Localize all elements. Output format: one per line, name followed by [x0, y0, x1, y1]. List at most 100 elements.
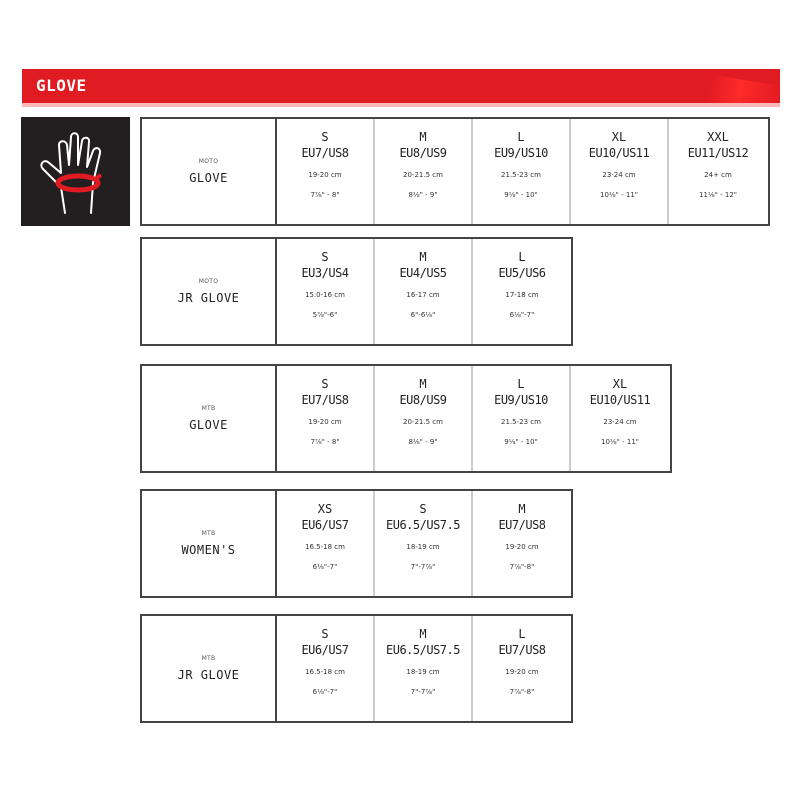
size-inches: 9⅛" - 10" — [504, 191, 538, 199]
size-cm: 18-19 cm — [406, 543, 440, 551]
size-cm: 21.5-23 cm — [501, 171, 541, 179]
size-inches: 6"-6⅛" — [410, 311, 436, 319]
size-cell: XXL EU11/US12 24+ cm 11⅛" - 12" — [669, 119, 767, 224]
table-category: MTB — [201, 405, 216, 412]
size-cm: 16-17 cm — [406, 291, 440, 299]
size-letter: S — [321, 130, 329, 144]
table-name: GLOVE — [189, 171, 228, 185]
table-label: MTB GLOVE — [142, 366, 277, 471]
size-letter: M — [419, 130, 427, 144]
table-category: MTB — [201, 655, 216, 662]
size-cm: 17-18 cm — [505, 291, 539, 299]
page-title: GLOVE — [36, 76, 87, 95]
size-letter: S — [321, 250, 329, 264]
size-code: EU7/US8 — [498, 643, 546, 657]
size-code: EU4/US5 — [399, 266, 447, 280]
size-code: EU6.5/US7.5 — [386, 518, 460, 532]
size-cell: M EU8/US9 20-21.5 cm 8⅛" - 9" — [375, 119, 473, 224]
size-inches: 5⅞"-6" — [312, 311, 338, 319]
table-label: MTB WOMEN'S — [142, 491, 277, 596]
table-label: MTB JR GLOVE — [142, 616, 277, 721]
table-name: WOMEN'S — [181, 543, 236, 557]
size-code: EU6.5/US7.5 — [386, 643, 460, 657]
size-code: EU9/US10 — [494, 393, 548, 407]
size-inches: 7⅞"-8" — [509, 563, 535, 571]
size-code: EU5/US6 — [498, 266, 546, 280]
size-cm: 19-20 cm — [505, 543, 539, 551]
size-letter: M — [419, 627, 427, 641]
size-code: EU8/US9 — [399, 393, 447, 407]
size-code: EU7/US8 — [301, 393, 349, 407]
table-name: JR GLOVE — [177, 291, 240, 305]
size-inches: 7⅞" - 8" — [310, 191, 340, 199]
size-letter: XS — [317, 502, 333, 516]
size-inches: 7⅞" - 8" — [310, 438, 340, 446]
hand-measure-icon — [21, 117, 130, 226]
size-code: EU10/US11 — [589, 393, 651, 407]
size-inches: 10⅛" - 11" — [600, 438, 639, 446]
size-inches: 11⅛" - 12" — [698, 191, 737, 199]
size-cell: M EU7/US8 19-20 cm 7⅞"-8" — [473, 491, 571, 596]
size-letter: L — [518, 250, 526, 264]
size-code: EU6/US7 — [301, 643, 349, 657]
size-letter: M — [419, 250, 427, 264]
size-code: EU11/US12 — [687, 146, 749, 160]
size-letter: S — [321, 627, 329, 641]
size-cm: 20-21.5 cm — [403, 418, 443, 426]
table-category: MOTO — [198, 158, 219, 165]
size-cm: 15.0-16 cm — [305, 291, 345, 299]
size-inches: 6⅛"-7" — [312, 563, 338, 571]
size-letter: S — [419, 502, 427, 516]
size-cell: S EU7/US8 19-20 cm 7⅞" - 8" — [277, 119, 375, 224]
size-cm: 18-19 cm — [406, 668, 440, 676]
size-code: EU6/US7 — [301, 518, 349, 532]
table-label: MOTO GLOVE — [142, 119, 277, 224]
size-cm: 16.5-18 cm — [305, 668, 345, 676]
table-category: MOTO — [198, 278, 219, 285]
header-banner — [22, 69, 780, 103]
size-code: EU7/US8 — [301, 146, 349, 160]
size-letter: L — [518, 627, 526, 641]
size-code: EU7/US8 — [498, 518, 546, 532]
size-cell: M EU4/US5 16-17 cm 6"-6⅛" — [375, 239, 473, 344]
table-category: MTB — [201, 530, 216, 537]
size-inches: 8⅛" - 9" — [408, 191, 438, 199]
size-cell: XL EU10/US11 23-24 cm 10⅛" - 11" — [571, 366, 669, 471]
size-letter: XL — [611, 130, 627, 144]
size-cm: 19-20 cm — [308, 171, 342, 179]
size-cell: L EU9/US10 21.5-23 cm 9⅛" - 10" — [473, 119, 571, 224]
size-cell: M EU8/US9 20-21.5 cm 8⅛" - 9" — [375, 366, 473, 471]
size-inches: 7⅞"-8" — [509, 688, 535, 696]
size-table-mtb-glove: MTB GLOVE S EU7/US8 19-20 cm 7⅞" - 8" M … — [140, 364, 672, 473]
size-letter: M — [518, 502, 526, 516]
size-inches: 7"-7⅞" — [410, 563, 436, 571]
size-cm: 19-20 cm — [308, 418, 342, 426]
size-inches: 9⅛" - 10" — [504, 438, 538, 446]
size-cell: XS EU6/US7 16.5-18 cm 6⅛"-7" — [277, 491, 375, 596]
size-table-mtb-jr-glove: MTB JR GLOVE S EU6/US7 16.5-18 cm 6⅛"-7"… — [140, 614, 573, 723]
size-cell: L EU5/US6 17-18 cm 6⅛"-7" — [473, 239, 571, 344]
size-cm: 21.5-23 cm — [501, 418, 541, 426]
size-code: EU8/US9 — [399, 146, 447, 160]
size-cell: S EU7/US8 19-20 cm 7⅞" - 8" — [277, 366, 375, 471]
size-cm: 23-24 cm — [602, 171, 636, 179]
size-cell: S EU6.5/US7.5 18-19 cm 7"-7⅞" — [375, 491, 473, 596]
size-letter: S — [321, 377, 329, 391]
size-cm: 19-20 cm — [505, 668, 539, 676]
size-cm: 20-21.5 cm — [403, 171, 443, 179]
size-cell: M EU6.5/US7.5 18-19 cm 7"-7⅞" — [375, 616, 473, 721]
size-code: EU9/US10 — [494, 146, 548, 160]
size-table-moto-jr-glove: MOTO JR GLOVE S EU3/US4 15.0-16 cm 5⅞"-6… — [140, 237, 573, 346]
size-code: EU10/US11 — [588, 146, 650, 160]
size-letter: L — [517, 377, 525, 391]
size-letter: M — [419, 377, 427, 391]
size-table-moto-glove: MOTO GLOVE S EU7/US8 19-20 cm 7⅞" - 8" M… — [140, 117, 770, 226]
table-name: GLOVE — [189, 418, 228, 432]
size-letter: XXL — [707, 130, 729, 144]
size-cm: 24+ cm — [704, 171, 732, 179]
table-label: MOTO JR GLOVE — [142, 239, 277, 344]
size-cell: L EU9/US10 21.5-23 cm 9⅛" - 10" — [473, 366, 571, 471]
size-cm: 23-24 cm — [603, 418, 637, 426]
size-table-mtb-womens: MTB WOMEN'S XS EU6/US7 16.5-18 cm 6⅛"-7"… — [140, 489, 573, 598]
header-underline — [22, 103, 780, 107]
